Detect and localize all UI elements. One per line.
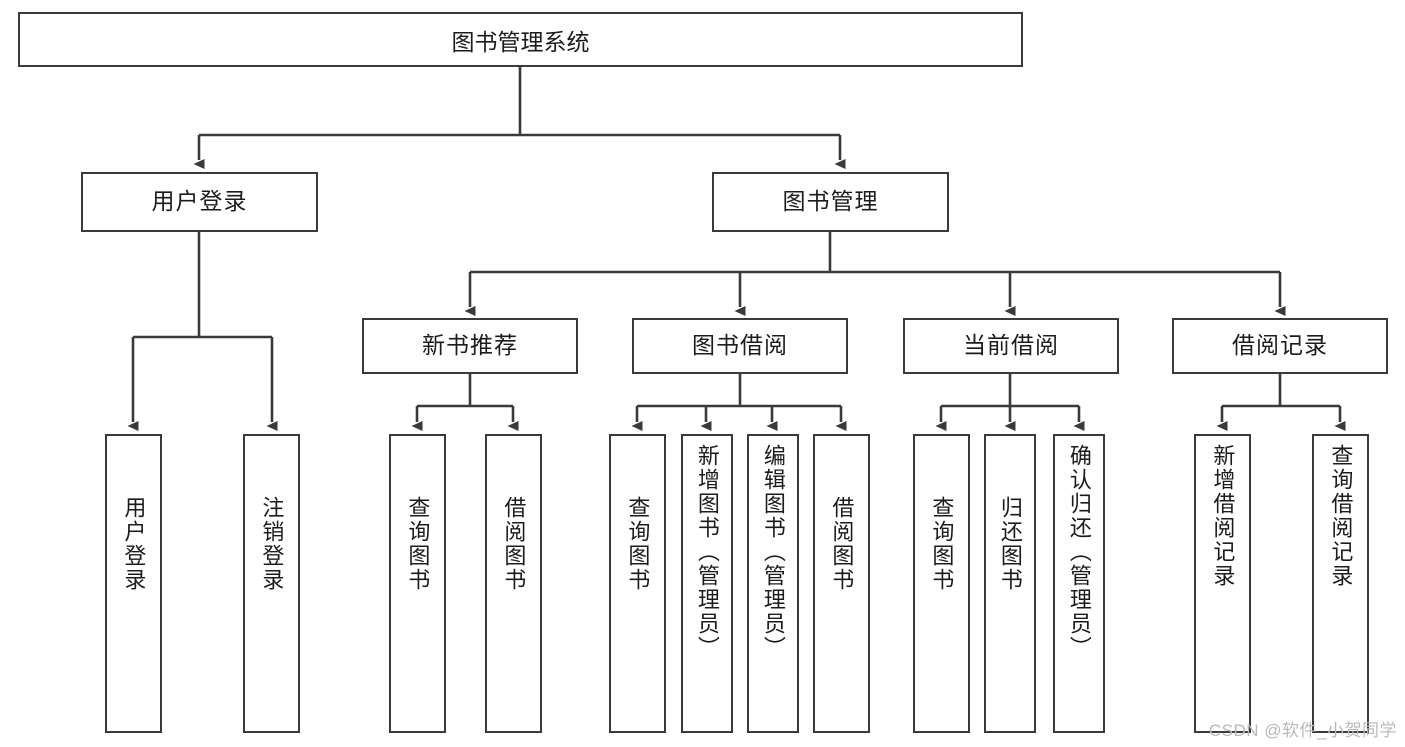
- node-label: 查询图书: [625, 496, 651, 592]
- node-book-manage[interactable]: 图书管理: [712, 172, 949, 232]
- node-leaf-logout-login[interactable]: 注销登录: [243, 434, 300, 733]
- node-leaf-confirm-return[interactable]: 确认归还（管理员）: [1053, 434, 1105, 733]
- node-root-system[interactable]: 图书管理系统: [18, 12, 1023, 67]
- node-label: 新书推荐: [422, 332, 518, 359]
- node-label: 查询图书: [929, 496, 955, 592]
- node-leaf-borrow-book-2[interactable]: 借阅图书: [813, 434, 870, 733]
- node-current-borrow[interactable]: 当前借阅: [903, 318, 1119, 374]
- node-leaf-borrow-book-1[interactable]: 借阅图书: [485, 434, 542, 733]
- node-book-borrow[interactable]: 图书借阅: [632, 318, 848, 374]
- node-label: 当前借阅: [963, 332, 1059, 359]
- node-label: 新增借阅记录: [1210, 444, 1236, 588]
- node-leaf-user-login[interactable]: 用户登录: [105, 434, 162, 733]
- node-label: 归还图书: [997, 496, 1023, 592]
- node-borrow-record[interactable]: 借阅记录: [1172, 318, 1388, 374]
- node-leaf-return-book[interactable]: 归还图书: [984, 434, 1036, 733]
- node-label: 注销登录: [259, 496, 285, 592]
- node-label: 用户登录: [151, 188, 248, 215]
- node-label: 图书借阅: [692, 332, 788, 359]
- node-leaf-query-record[interactable]: 查询借阅记录: [1312, 434, 1369, 733]
- node-leaf-add-book[interactable]: 新增图书（管理员）: [681, 434, 733, 733]
- csdn-watermark: CSDN @软件_小贺同学: [1208, 721, 1397, 740]
- node-leaf-query-book-3[interactable]: 查询图书: [913, 434, 970, 733]
- node-label: 图书管理: [782, 188, 879, 215]
- node-label: 借阅图书: [501, 496, 527, 592]
- node-leaf-query-book-1[interactable]: 查询图书: [389, 434, 446, 733]
- node-label: 新增图书（管理员）: [694, 444, 720, 660]
- node-leaf-edit-book[interactable]: 编辑图书（管理员）: [747, 434, 799, 733]
- node-leaf-add-record[interactable]: 新增借阅记录: [1194, 434, 1251, 733]
- node-user-login[interactable]: 用户登录: [81, 172, 318, 232]
- node-label: 借阅图书: [829, 496, 855, 592]
- node-leaf-query-book-2[interactable]: 查询图书: [609, 434, 666, 733]
- node-new-book-recommend[interactable]: 新书推荐: [362, 318, 578, 374]
- node-label: 查询借阅记录: [1328, 444, 1354, 588]
- node-label: 编辑图书（管理员）: [760, 444, 786, 660]
- node-label: 确认归还（管理员）: [1066, 444, 1092, 660]
- node-label: 用户登录: [121, 496, 147, 592]
- node-label: 查询图书: [405, 496, 431, 592]
- node-label: 借阅记录: [1232, 332, 1328, 359]
- node-label: 图书管理系统: [451, 28, 590, 55]
